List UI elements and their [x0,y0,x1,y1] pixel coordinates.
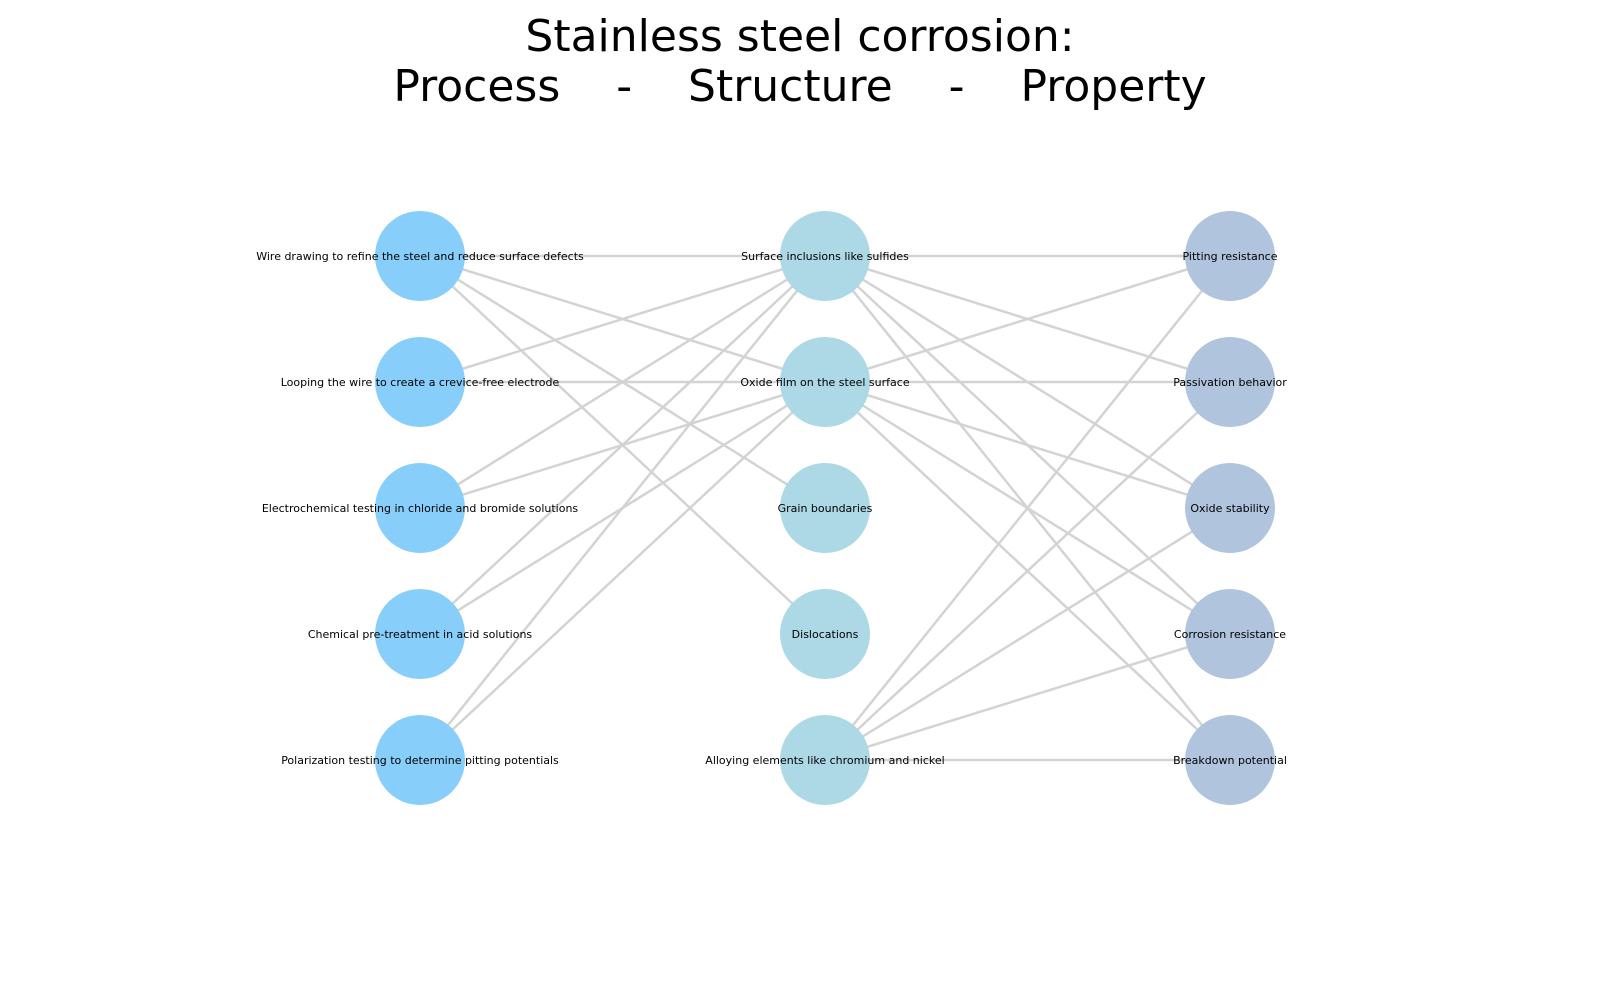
property-node: Breakdown potential [1173,715,1287,805]
process-node-label: Electrochemical testing in chloride and … [262,502,579,515]
process-node-circle [375,589,465,679]
property-node-circle [1185,589,1275,679]
property-node-circle [1185,211,1275,301]
edge-process-4-structure-1 [419,381,826,761]
structure-node: Dislocations [780,589,870,679]
property-node: Passivation behavior [1173,337,1287,427]
structure-node-circle [780,211,870,301]
edge-process-1-structure-0 [419,254,826,384]
property-node-label: Breakdown potential [1173,754,1287,767]
process-node-circle [375,715,465,805]
process-node-label: Wire drawing to refine the steel and red… [256,250,584,263]
structure-node-label: Alloying elements like chromium and nick… [705,754,944,767]
edge-structure-4-property-2 [824,506,1231,762]
property-node-circle [1185,463,1275,553]
process-node: Looping the wire to create a crevice-fre… [281,337,560,427]
structure-node-label: Surface inclusions like sulfides [741,250,909,263]
edge-layer [419,254,1231,762]
structure-node-circle [780,589,870,679]
edge-process-3-structure-0 [419,255,826,635]
structure-node-circle [780,463,870,553]
structure-node: Surface inclusions like sulfides [741,211,909,301]
structure-node-circle [780,337,870,427]
process-node-circle [375,337,465,427]
edge-structure-4-property-1 [824,381,1231,761]
node-layer: Wire drawing to refine the steel and red… [256,211,1287,805]
property-node-circle [1185,337,1275,427]
structure-node-circle [780,715,870,805]
structure-node-label: Dislocations [792,628,859,641]
process-node-label: Looping the wire to create a crevice-fre… [281,376,560,389]
process-node: Polarization testing to determine pittin… [281,715,559,805]
property-node-label: Oxide stability [1190,502,1270,515]
process-node-label: Polarization testing to determine pittin… [281,754,559,767]
edge-process-2-structure-0 [419,254,826,510]
structure-node: Grain boundaries [778,463,873,553]
structure-node-label: Oxide film on the steel surface [740,376,909,389]
structure-node-label: Grain boundaries [778,502,873,515]
property-node-circle [1185,715,1275,805]
property-node-label: Pitting resistance [1183,250,1278,263]
edge-process-4-structure-0 [419,255,826,761]
structure-node: Oxide film on the steel surface [740,337,910,427]
structure-node: Alloying elements like chromium and nick… [705,715,945,805]
process-node: Chemical pre-treatment in acid solutions [308,589,533,679]
edge-structure-1-property-2 [824,380,1231,510]
property-node: Pitting resistance [1183,211,1278,301]
property-node-label: Corrosion resistance [1174,628,1286,641]
edge-structure-4-property-3 [824,632,1231,762]
process-node: Electrochemical testing in chloride and … [262,463,579,553]
edge-structure-4-property-0 [824,255,1231,761]
diagram-title: Stainless steel corrosion: Process - Str… [0,12,1600,112]
edge-structure-1-property-0 [824,254,1231,384]
title-line-2: Process - Structure - Property [393,61,1207,112]
property-node: Oxide stability [1185,463,1275,553]
title-line-1: Stainless steel corrosion: [525,11,1075,62]
process-node-circle [375,463,465,553]
process-node: Wire drawing to refine the steel and red… [256,211,584,301]
property-node: Corrosion resistance [1174,589,1286,679]
process-node-circle [375,211,465,301]
property-node-label: Passivation behavior [1173,376,1287,389]
process-node-label: Chemical pre-treatment in acid solutions [308,628,533,641]
